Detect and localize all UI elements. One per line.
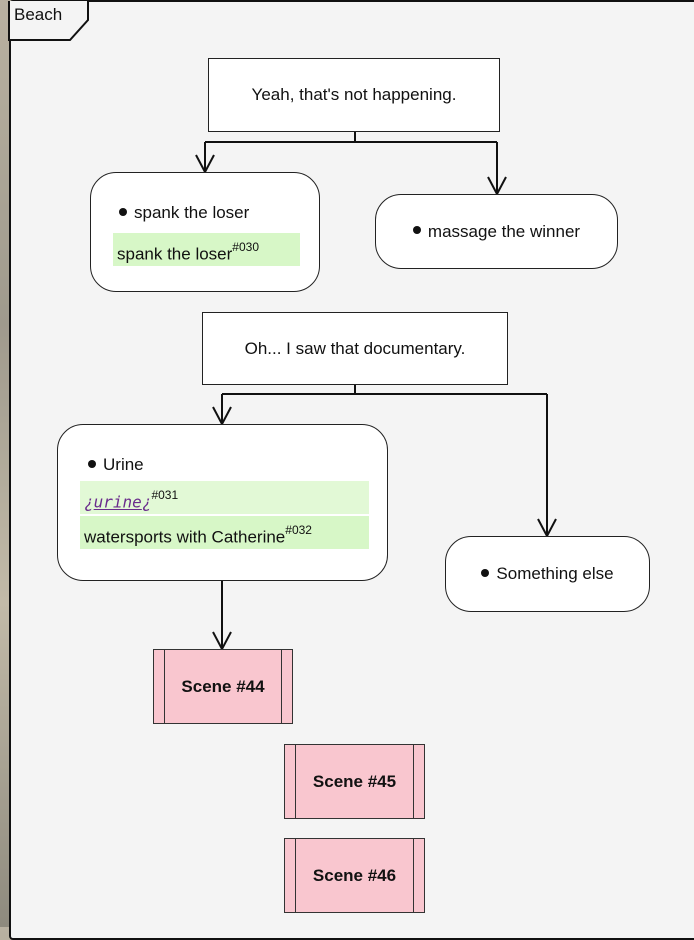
code-close: ¿ bbox=[141, 492, 152, 512]
choice-spank[interactable]: spank the loser spank the loser#030 bbox=[90, 172, 320, 292]
bullet-icon bbox=[88, 459, 96, 468]
scene-label: Scene #44 bbox=[181, 676, 265, 696]
choice-massage-label-row: massage the winner bbox=[412, 221, 581, 242]
note-text: Oh... I saw that documentary. bbox=[244, 338, 466, 358]
bullet-icon bbox=[412, 226, 421, 235]
choice-spank-label-row: spank the loser bbox=[119, 203, 249, 223]
choice-label: Urine bbox=[103, 455, 144, 474]
code-open: ¿ bbox=[84, 492, 94, 512]
tag-spank: spank the loser#030 bbox=[113, 233, 300, 266]
tag-text: spank the loser bbox=[117, 244, 233, 264]
scene-44[interactable]: Scene #44 bbox=[153, 649, 293, 724]
scene-46[interactable]: Scene #46 bbox=[284, 838, 425, 913]
note-text: Yeah, that's not happening. bbox=[251, 85, 457, 104]
tag-ref: #032 bbox=[285, 523, 312, 537]
tag-watersports: watersports with Catherine#032 bbox=[80, 516, 369, 549]
choice-label: Something else bbox=[496, 564, 614, 583]
code-word[interactable]: urine bbox=[93, 492, 142, 512]
frame-title: Beach bbox=[14, 5, 63, 24]
choice-something-else[interactable]: Something else bbox=[445, 536, 650, 612]
scene-label: Scene #46 bbox=[312, 865, 397, 885]
tag-ref: #030 bbox=[232, 240, 259, 254]
scene-45[interactable]: Scene #45 bbox=[284, 744, 425, 819]
bullet-icon bbox=[119, 207, 127, 216]
choice-massage[interactable]: massage the winner bbox=[375, 194, 618, 269]
note-not-happening: Yeah, that's not happening. bbox=[208, 58, 500, 132]
choice-label: spank the loser bbox=[134, 203, 250, 222]
tag-text: watersports with Catherine bbox=[84, 527, 286, 547]
choice-urine[interactable]: Urine ¿urine¿#031 watersports with Cathe… bbox=[57, 424, 388, 581]
choice-label: massage the winner bbox=[427, 221, 581, 241]
bullet-icon bbox=[481, 568, 490, 577]
scene-label: Scene #45 bbox=[312, 771, 397, 791]
code-tag-urine: ¿urine¿#031 bbox=[80, 481, 369, 514]
note-documentary: Oh... I saw that documentary. bbox=[202, 312, 508, 385]
code-ref: #031 bbox=[151, 488, 179, 502]
code-inline: ¿urine¿ bbox=[84, 493, 151, 512]
choice-else-label-row: Something else bbox=[481, 564, 614, 584]
choice-urine-label-row: Urine bbox=[88, 455, 144, 475]
